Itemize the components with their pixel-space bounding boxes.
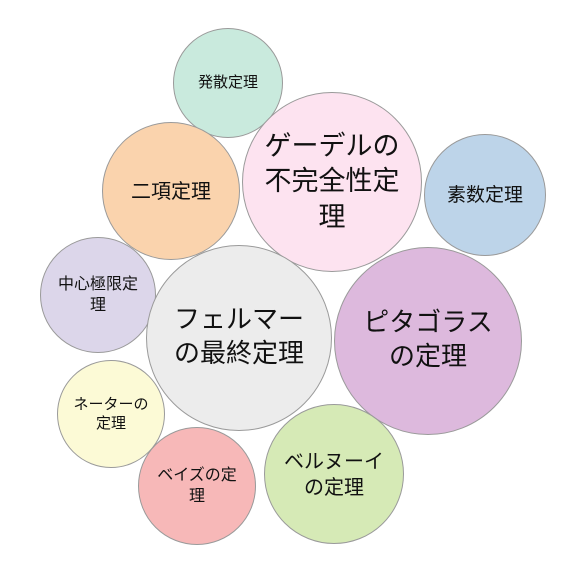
bubble-chushin-kyokugen-teiri: 中心極限定 理: [40, 237, 156, 353]
bubble-label: の最終定理: [173, 339, 304, 369]
bubble-label: ゲーデルの: [264, 131, 400, 163]
bubble-label: 理: [318, 201, 346, 233]
bubble-bayes-teiri: ベイズの定 理: [138, 427, 256, 545]
bubble-nikou-teiri: 二項定理: [102, 122, 240, 260]
bubble-bernoulli-teiri: ベルヌーイ の定理: [264, 404, 404, 544]
bubble-label: 不完全性定: [264, 166, 400, 198]
bubble-label: 素数定理: [446, 183, 523, 206]
bubble-label: 発散定理: [197, 73, 258, 92]
bubble-pythagoras-teiri: ピタゴラス の定理: [334, 247, 522, 435]
bubble-label: の定理: [304, 475, 364, 499]
bubble-label: 二項定理: [131, 179, 211, 203]
bubble-label: ベイズの定: [157, 465, 237, 485]
bubble-noether-teiri: ネーターの 定理: [57, 360, 165, 468]
bubble-label: 理: [89, 295, 106, 314]
bubble-goedel-teiri: ゲーデルの 不完全性定 理: [242, 92, 422, 272]
bubble-label: フェルマー: [173, 305, 304, 336]
bubble-label: ネーターの: [73, 394, 149, 413]
bubble-hassan-teiri: 発散定理: [173, 28, 283, 138]
bubble-label: ピタゴラス: [363, 308, 493, 339]
bubble-label: ベルヌーイ: [284, 449, 384, 473]
bubble-label: 理: [188, 486, 205, 505]
bubble-label: の定理: [388, 342, 467, 372]
bubble-label: 定理: [95, 414, 126, 432]
bubble-label: 中心極限定: [57, 274, 138, 294]
bubble-sosu-teiri: 素数定理: [424, 134, 546, 256]
bubble-fermat-saishuu-teiri: フェルマー の最終定理: [146, 245, 332, 431]
